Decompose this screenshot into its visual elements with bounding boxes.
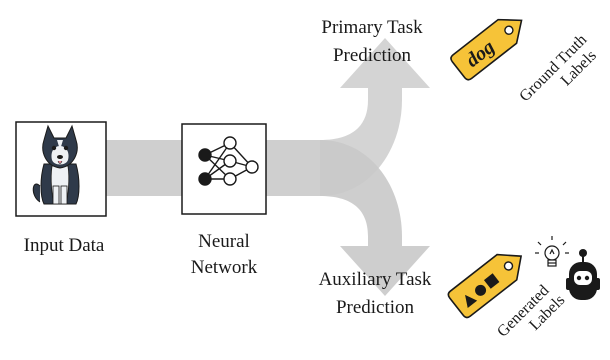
auxiliary-task-title-line1: Auxiliary Task [318,269,432,290]
primary-task-title-line2: Prediction [332,45,412,66]
input-data-box [15,121,107,217]
input-data-label: Input Data [23,235,105,256]
robot-icon [566,249,600,300]
generated-tag [447,253,523,319]
neural-network-icon [198,136,259,186]
auxiliary-branch-arrow [320,140,430,296]
neural-network-label-line2: Network [190,257,258,278]
auxiliary-task-title-line2: Prediction [335,297,415,318]
neural-network-label-line1: Neural [198,231,250,252]
primary-task-title-line1: Primary Task [321,17,423,38]
data-flow-band [105,38,430,296]
ground-truth-tag: dog [450,18,523,81]
husky-dog-icon [32,124,80,205]
neural-network-box [181,123,267,215]
generated-labels-caption: Generated Labels [494,282,568,341]
ground-truth-labels-caption: Ground Truth Labels [516,31,600,105]
lightbulb-icon [535,236,569,267]
shapes-icon [465,273,500,309]
price-tag-icon [450,18,523,81]
